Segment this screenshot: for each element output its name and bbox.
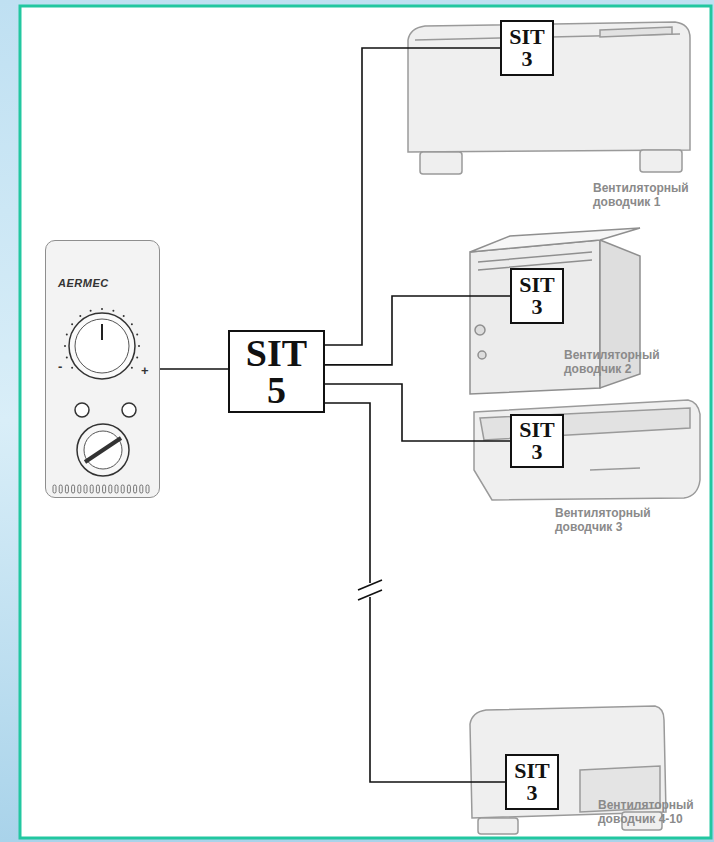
interface-box: SIT 3 xyxy=(500,20,554,76)
fan-coil-node: Вентиляторный доводчик 4-10SIT 3 xyxy=(455,694,705,840)
connector-wire xyxy=(325,296,510,365)
control-box: SIT 5 xyxy=(228,330,325,413)
box-label: SIT 3 xyxy=(505,26,549,70)
connector-wire xyxy=(325,48,500,345)
interface-box: SIT 3 xyxy=(505,754,559,810)
box-label: SIT 3 xyxy=(510,760,554,804)
dial-sign: + xyxy=(141,364,149,377)
fan-coil-unit xyxy=(474,400,700,500)
interface-box: SIT 3 xyxy=(510,414,564,468)
unit-caption: Вентиляторный доводчик 4-10 xyxy=(598,798,710,827)
fan-coil-node: Вентиляторный доводчик 3 SIT 3 xyxy=(465,392,705,552)
connector-wire xyxy=(160,368,228,370)
fan-coil-node: Вентиляторный доводчик 2 SIT 3 xyxy=(460,226,680,391)
box-label: SIT 3 xyxy=(515,419,559,463)
unit-caption: Вентиляторный доводчик 3 xyxy=(555,506,667,535)
connector-wire xyxy=(325,384,510,441)
box-label: SIT 3 xyxy=(515,274,559,318)
break-stroke xyxy=(358,580,382,600)
dial-sign: - xyxy=(58,360,62,373)
fan-coil-node: Вентиляторный доводчик 1 SIT 3 xyxy=(400,8,705,223)
connector-wire xyxy=(325,403,505,782)
interface-box: SIT 3 xyxy=(510,268,564,324)
brand-name: AERMEC xyxy=(58,277,109,289)
unit-caption: Вентиляторный доводчик 2 xyxy=(564,348,676,377)
frame-panel xyxy=(20,6,711,838)
box-label: SIT 5 xyxy=(241,335,313,407)
unit-caption: Вентиляторный доводчик 1 xyxy=(593,181,705,210)
